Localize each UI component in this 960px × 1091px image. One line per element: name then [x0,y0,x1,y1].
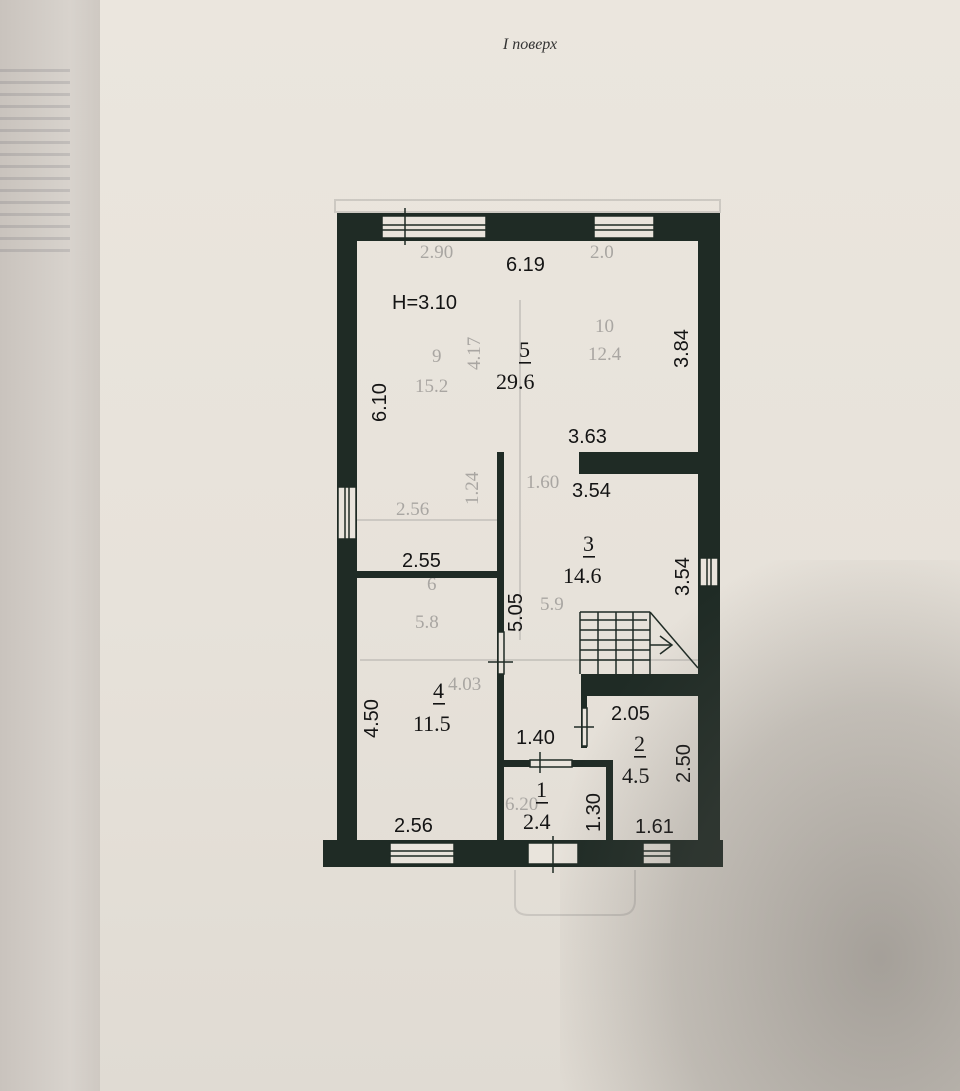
ghost-label: 15.2 [415,376,448,397]
left-page-text-lines [0,60,70,1060]
room-area: 14.6 [563,563,602,588]
dim-room5-mid: 3.63 [568,426,607,448]
room-number-underline [536,802,548,804]
window-right [699,557,719,587]
dim-room5-right: 3.84 [671,329,693,368]
staircase [579,611,699,674]
ghost-label: 6 [427,574,437,595]
wall-stair-bottom [581,674,701,696]
room-4: 4 11.5 [413,678,451,736]
window-bottom-right [642,842,672,865]
room-area: 2.4 [523,809,551,834]
ghost-label: 9 [432,346,442,367]
room-area: 29.6 [496,369,535,394]
ghost-label: 1.60 [526,472,559,493]
room-area: 11.5 [413,711,451,736]
room-number: 4 [433,678,444,703]
dim-room2-top: 2.05 [611,703,650,725]
dim-room3-right: 3.54 [672,557,694,596]
dim-room4-left: 4.50 [361,699,383,738]
window-top-right [593,215,655,239]
dim-room2-right: 2.50 [673,744,695,783]
ghost-label: 2.90 [420,242,453,263]
ghost-label: 2.56 [396,499,429,520]
dim-room4-top: 2.55 [402,550,441,572]
door-room1 [529,752,573,773]
dim-room5-left: 6.10 [369,383,391,422]
ghost-label: 5.9 [540,594,564,615]
door-room2 [574,707,594,747]
ghost-label: 5.8 [415,612,439,633]
room-3: 3 14.6 [563,531,602,588]
ghost-label: 4.17 [464,337,485,370]
show-through-plan [334,199,721,916]
wall-room1-right [606,760,613,845]
wall-room5-room3 [579,452,720,474]
dim-room2-bottom: 1.61 [635,816,674,838]
openings [337,208,719,873]
ghost-label: 4.03 [448,674,481,695]
window-left [337,486,357,540]
room-number-underline [634,756,646,758]
walls [323,213,723,867]
ghost-label: 6.20 [505,794,538,815]
dim-room3-top: 3.54 [572,480,611,502]
window-top-left [381,208,487,245]
dim-room5-top: 6.19 [506,254,545,276]
ghost-label: 2.0 [590,242,614,263]
wall-right [698,213,720,863]
wall-room5-room4 [354,571,500,578]
window-bottom-left [389,842,455,865]
floor-height-label: H=3.10 [392,292,457,314]
dim-room4-bottom: 2.56 [394,815,433,837]
room-number-underline [519,362,531,364]
room-number: 3 [583,531,594,556]
door-room4 [488,631,513,675]
room-2: 2 4.5 [622,731,650,788]
show-through-labels: 2.90 2.0 10 12.4 9 15.2 4.17 1.24 1.60 2… [396,242,622,815]
room-1: 1 2.4 [523,777,551,834]
door-entrance [527,836,579,873]
room-area: 4.5 [622,763,650,788]
room-number: 1 [536,777,547,802]
room-number-underline [433,703,445,705]
dim-room1-top: 1.40 [516,727,555,749]
ghost-label: 1.24 [462,471,483,505]
room-number: 5 [519,337,530,362]
page-title: I поверх [502,36,558,53]
dim-room1-right: 1.30 [583,793,605,832]
room-number-underline [583,556,595,558]
ghost-label: 10 [595,316,614,337]
room-5: 5 29.6 [496,337,535,394]
dimension-labels: 6.19 6.10 3.84 3.63 3.54 3.54 5.05 2.55 … [361,254,695,838]
stair-arrowhead-icon [659,635,674,655]
dim-corridor: 5.05 [505,593,527,632]
room-number: 2 [634,731,645,756]
ghost-label: 12.4 [588,344,622,365]
document-page [100,0,960,1091]
